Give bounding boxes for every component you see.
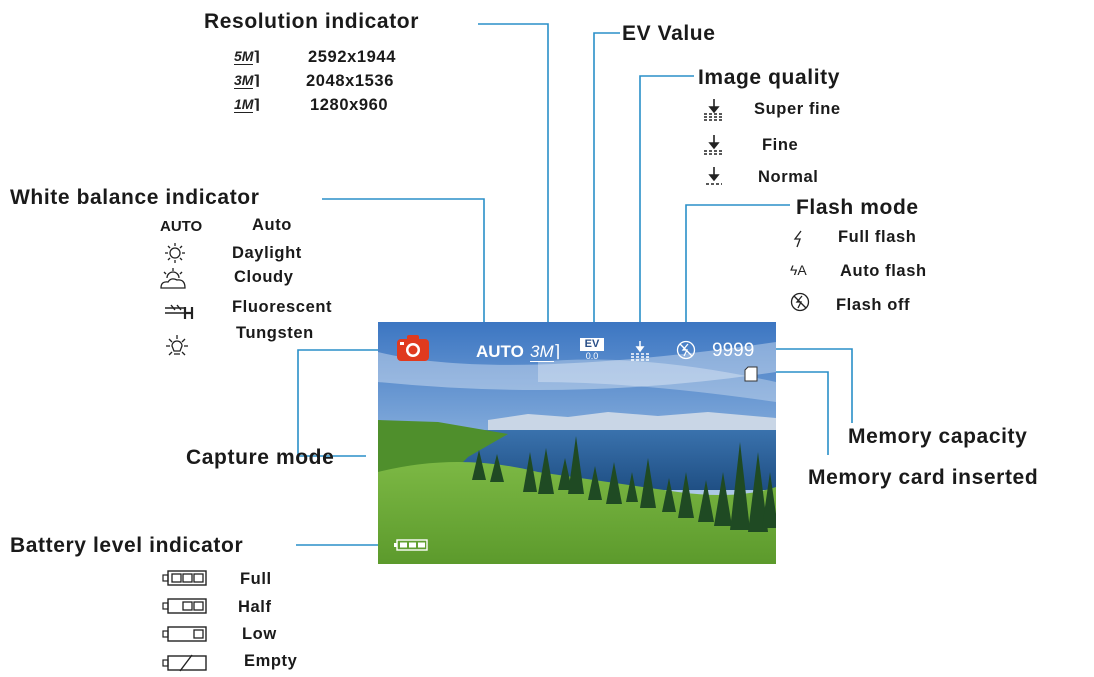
lcd-quality-icon: [628, 340, 652, 367]
flash-off-label: Flash off: [836, 296, 911, 314]
lcd-resolution-icon: 3M⌉: [530, 342, 561, 362]
resolution-leader: [478, 23, 549, 347]
fluorescent-icon: [164, 304, 194, 325]
resolution-value: 1280x960: [310, 96, 389, 114]
resolution-3m-icon: 3M⌉: [234, 72, 260, 89]
super-fine-label: Super fine: [754, 100, 841, 118]
battery-low-label: Low: [242, 625, 277, 643]
wb-tungsten-label: Tungsten: [236, 324, 314, 342]
battery-empty-icon: [162, 654, 208, 677]
lcd-ev-label: EV: [580, 338, 604, 351]
lcd-ev-icon: EV 0.0: [580, 338, 604, 364]
flash-title: Flash mode: [796, 196, 919, 219]
battery-full-icon: [162, 570, 208, 591]
battery-low-icon: [162, 626, 208, 647]
wb-fluorescent-label: Fluorescent: [232, 298, 333, 316]
lcd-memory-card-icon: [744, 366, 758, 387]
ev-leader: [593, 32, 620, 347]
resolution-value: 2048x1536: [306, 72, 394, 90]
fine-icon: [700, 134, 728, 161]
ev-title: EV Value: [622, 22, 716, 45]
resolution-value: 2592x1944: [308, 48, 396, 66]
lcd-wb-auto: AUTO: [476, 342, 524, 361]
wb-auto-icon: AUTO: [160, 218, 203, 235]
tungsten-icon: [164, 334, 190, 365]
flash-leader: [685, 204, 790, 335]
lcd-shot-count: 9999: [712, 340, 755, 361]
white-balance-title: White balance indicator: [10, 186, 260, 209]
battery-half-icon: [162, 598, 208, 619]
resolution-5m-icon: 5M⌉: [234, 48, 260, 65]
capture-mode-camera-icon: [396, 334, 430, 362]
lcd-ev-value: 0.0: [585, 351, 599, 361]
wb-cloudy-label: Cloudy: [234, 268, 294, 286]
battery-half-label: Half: [238, 598, 272, 616]
battery-title: Battery level indicator: [10, 534, 244, 557]
auto-flash-label: Auto flash: [840, 262, 927, 280]
memory-card-title: Memory card inserted: [808, 466, 1039, 489]
lcd-preview: AUTO 3M⌉ EV 0.0 9999: [378, 322, 776, 564]
resolution-1m-icon: 1M⌉: [234, 96, 260, 113]
super-fine-icon: [700, 98, 728, 127]
flash-icon: [792, 230, 806, 253]
landscape-image: [378, 322, 776, 564]
wb-auto-label: Auto: [252, 216, 292, 234]
memory-capacity-title: Memory capacity: [848, 425, 1028, 448]
battery-empty-label: Empty: [244, 652, 298, 670]
cloud-icon: [158, 266, 188, 297]
sun-icon: [164, 242, 186, 269]
quality-title: Image quality: [698, 66, 841, 89]
resolution-title: Resolution indicator: [204, 10, 420, 33]
flash-off-icon: [790, 292, 810, 317]
fine-label: Fine: [762, 136, 799, 154]
lcd-flash-off-icon: [676, 340, 696, 365]
capture-title: Capture mode: [186, 446, 335, 469]
memory-capacity-leader: [766, 348, 853, 423]
quality-leader: [639, 75, 694, 330]
wb-daylight-label: Daylight: [232, 244, 302, 262]
lcd-battery-icon: [394, 538, 428, 556]
battery-full-label: Full: [240, 570, 272, 588]
full-flash-label: Full flash: [838, 228, 917, 246]
normal-icon: [700, 166, 728, 193]
normal-label: Normal: [758, 168, 819, 186]
flash-auto-icon: ϟA: [790, 262, 807, 278]
